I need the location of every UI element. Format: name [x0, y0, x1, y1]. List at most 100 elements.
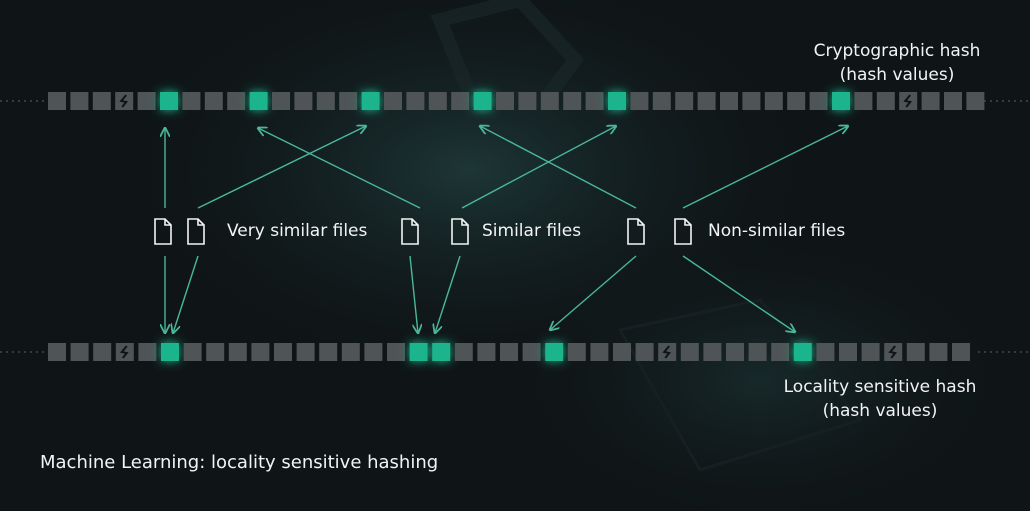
hash-cell: [787, 92, 806, 110]
hash-cell-highlighted: [793, 343, 812, 361]
hash-cell-highlighted: [161, 343, 179, 361]
hash-cell: [227, 92, 246, 110]
hash-cell: [316, 92, 335, 110]
diagram-caption: Machine Learning: locality sensitive has…: [40, 452, 439, 473]
hash-cell: [876, 92, 895, 110]
hash-cell: [454, 343, 473, 361]
hash-cell: [48, 343, 66, 361]
hash-cell-highlighted: [545, 343, 564, 361]
hash-cell: [339, 92, 358, 110]
hash-cell: [182, 92, 201, 110]
hash-cell: [496, 92, 514, 110]
hash-cell-highlighted: [432, 343, 451, 361]
hash-cell-highlighted: [832, 92, 850, 110]
file-icon: [451, 218, 469, 245]
non-similar-files-label: Non-similar files: [708, 221, 846, 241]
file-icon: [627, 218, 645, 245]
hash-cell: [952, 343, 970, 361]
file-icon: [401, 218, 419, 245]
hash-cell: [675, 92, 694, 110]
hash-cell: [477, 343, 496, 361]
break-icon: [119, 94, 129, 108]
mapping-arrow: [682, 126, 848, 209]
hash-cell: [137, 92, 156, 110]
crypto-hash-subtitle: (hash values): [839, 65, 955, 85]
hash-cell: [70, 92, 89, 110]
similar-files-label: Similar files: [482, 221, 582, 241]
hash-cell-highlighted: [249, 92, 268, 110]
hash-cell: [680, 343, 699, 361]
hash-cell: [697, 92, 716, 110]
hash-cell-highlighted: [160, 92, 178, 110]
hash-cell: [364, 343, 383, 361]
hash-cell: [966, 92, 985, 110]
hash-cell: [764, 92, 783, 110]
hash-cell: [251, 343, 270, 361]
hash-cell: [839, 343, 857, 361]
hash-cell: [384, 92, 402, 110]
hash-cell: [585, 92, 604, 110]
mapping-arrow: [409, 255, 418, 333]
break-icon: [903, 94, 913, 108]
hash-cell: [944, 92, 962, 110]
hash-cell: [206, 343, 225, 361]
hash-cell: [294, 92, 313, 110]
hash-cell: [341, 343, 360, 361]
hash-cell: [406, 92, 425, 110]
hash-cell: [854, 92, 873, 110]
mapping-arrow: [197, 126, 366, 209]
mapping-arrow: [682, 255, 795, 332]
hash-cell: [319, 343, 338, 361]
lsh-hash-row: [48, 343, 970, 361]
hash-cell: [726, 343, 744, 361]
mapping-arrow: [461, 126, 616, 209]
hash-cell: [204, 92, 223, 110]
mapping-arrow: [550, 255, 637, 330]
break-icon: [888, 345, 898, 359]
hash-cell: [540, 92, 559, 110]
hash-cell: [567, 343, 586, 361]
hash-cell: [428, 92, 447, 110]
mapping-arrow: [480, 126, 637, 209]
hash-cell: [809, 92, 828, 110]
hash-cell: [93, 343, 112, 361]
hash-cell: [274, 343, 292, 361]
hash-cell-highlighted: [361, 92, 380, 110]
crypto-hash-title: Cryptographic hash: [813, 41, 981, 61]
hash-cell: [500, 343, 518, 361]
hash-cell: [522, 343, 541, 361]
hash-cell: [703, 343, 722, 361]
hash-cell: [590, 343, 609, 361]
mapping-arrow: [435, 255, 461, 333]
hash-cell: [70, 343, 89, 361]
break-icon: [119, 345, 129, 359]
hash-cell-highlighted: [608, 92, 626, 110]
file-icon: [187, 218, 205, 245]
hash-cell: [921, 92, 940, 110]
hash-cell: [906, 343, 925, 361]
hash-cell: [451, 92, 470, 110]
hash-cell: [183, 343, 202, 361]
hash-cell: [48, 92, 66, 110]
hash-cell: [635, 343, 654, 361]
hash-cell: [92, 92, 111, 110]
hash-cell: [929, 343, 948, 361]
hash-cell-highlighted: [473, 92, 492, 110]
very-similar-files-label: Very similar files: [227, 221, 368, 241]
hash-cell: [387, 343, 405, 361]
mapping-arrow: [173, 255, 199, 333]
hash-cell: [613, 343, 631, 361]
hash-cell: [720, 92, 738, 110]
hash-cell: [630, 92, 649, 110]
hash-cell: [138, 343, 157, 361]
hash-cell: [563, 92, 582, 110]
lsh-hash-title: Locality sensitive hash: [783, 377, 977, 397]
hash-cell: [228, 343, 247, 361]
hash-cell: [771, 343, 790, 361]
mapping-arrow: [258, 128, 421, 209]
hash-cell: [748, 343, 767, 361]
file-icon: [674, 218, 692, 245]
arrows: [165, 126, 848, 333]
